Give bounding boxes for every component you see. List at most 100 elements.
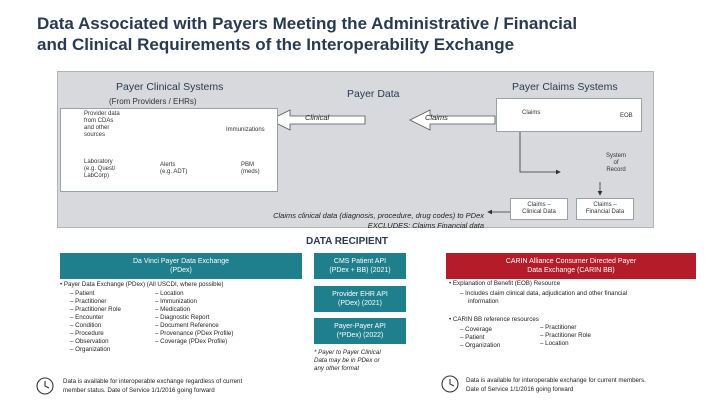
- title-line-1: Data Associated with Payers Meeting the …: [37, 14, 578, 33]
- list-item-text: Practitioner: [75, 298, 107, 305]
- pbm-line: (meds): [241, 169, 260, 175]
- title-line-2: and Clinical Requirements of the Interop…: [37, 35, 515, 54]
- provider-data-text: Provider data from CDAs and other source…: [84, 111, 120, 139]
- list-item: – Patient: [460, 334, 485, 341]
- list-item-text: Practitioner: [545, 324, 577, 331]
- pdex-resources-col2: – Location – Immunization – Medication –…: [155, 290, 233, 346]
- list-item: – Organization: [460, 342, 501, 349]
- claims-clinical-line: Claims –: [527, 202, 551, 208]
- list-item-text: Procedure: [75, 330, 104, 337]
- claims-financial-box: Claims – Financial Data: [576, 198, 634, 220]
- laboratory-line: (e.g. Quest/: [84, 166, 116, 172]
- list-item-text: Coverage: [465, 326, 493, 333]
- p2p-line-2: (*PDex) (2022): [336, 332, 384, 339]
- carin-sub-text: information: [468, 298, 499, 305]
- claims-label: Claims: [425, 113, 448, 122]
- carin-footer: Data is available for interoperable exch…: [466, 376, 646, 394]
- list-item: – Procedure: [70, 330, 104, 337]
- list-item-text: Observation: [75, 338, 109, 345]
- bullet-dot: •: [449, 316, 453, 323]
- list-item: – Document Reference: [155, 322, 219, 329]
- alerts-line: Alerts: [160, 162, 176, 168]
- list-item-text: Medication: [160, 306, 191, 313]
- list-item-text: Organization: [75, 346, 111, 353]
- carin-sub-line: – Includes claim clinical data, adjudica…: [460, 290, 628, 297]
- list-item: – Encounter: [70, 314, 104, 321]
- list-item: – Diagnostic Report: [155, 314, 210, 321]
- claims-clinical-line: Clinical Data: [522, 209, 556, 215]
- bullet-dot: •: [60, 281, 64, 288]
- list-item: – Provenance (PDex Profile): [155, 330, 234, 337]
- list-item: – Practitioner: [70, 298, 107, 305]
- system-of-record-text: System of Record: [602, 153, 630, 174]
- note-line-1: Claims clinical data (diagnosis, procedu…: [273, 211, 484, 220]
- pdex-footer-line-1: Data is available for interoperable exch…: [63, 378, 243, 385]
- list-item-text: Practitioner Role: [75, 306, 121, 313]
- laboratory-line: Laboratory: [84, 159, 113, 165]
- cms-patient-api-box: CMS Patient API (PDex + BB) (2021): [314, 253, 406, 279]
- pdex-banner-line-2: (PDex): [170, 267, 192, 274]
- list-item: – Practitioner: [540, 324, 577, 331]
- list-item-text: Organization: [465, 342, 501, 349]
- eob-text: EOB: [620, 113, 633, 119]
- list-item: – Location: [540, 340, 569, 347]
- carin-footer-line-2: Date of Service 1/1/2016 going forward: [466, 386, 574, 393]
- carin-bb-banner: CARIN Alliance Consumer Directed Payer D…: [446, 253, 696, 279]
- laboratory-line: LabCorp): [84, 173, 110, 179]
- list-item: – Patient: [70, 290, 95, 297]
- p2p-line-1: Payer-Payer API: [334, 323, 386, 330]
- list-item-text: Condition: [75, 322, 102, 329]
- system-of-record-line: Record: [606, 167, 626, 173]
- provider-api-line-1: Provider EHR API: [332, 291, 388, 298]
- alerts-line: (e.g. ADT): [160, 169, 188, 175]
- list-item-text: Practitioner Role: [545, 332, 591, 339]
- list-item: – Observation: [70, 338, 109, 345]
- carin-bullet-2-text: CARIN BB reference resources: [452, 316, 539, 323]
- list-item-text: Patient: [75, 290, 95, 297]
- list-item: – Coverage: [460, 326, 493, 333]
- carin-resources-col2: – Practitioner – Practitioner Role – Loc…: [540, 324, 591, 348]
- provider-data-line: sources: [84, 132, 106, 138]
- list-item: – Location: [155, 290, 184, 297]
- clock-icon-right: [441, 375, 459, 393]
- claims-clinical-note: Claims clinical data (diagnosis, procedu…: [200, 211, 484, 231]
- p2p-note: * Payer to Payer Clinical Data may be in…: [314, 349, 381, 373]
- payer-data-label: Payer Data: [347, 88, 400, 100]
- data-recipient-label: DATA RECIPIENT: [306, 236, 389, 247]
- pdex-footer-line-2: member status. Date of Service 1/1/2016 …: [63, 387, 215, 394]
- pdex-bullet: • Payer Data Exchange (PDex) (All USCDI,…: [60, 281, 223, 289]
- carin-sub-line: information: [460, 298, 627, 306]
- carin-sub-1: – Includes claim clinical data, adjudica…: [460, 290, 627, 306]
- list-item-text: Location: [160, 290, 184, 297]
- pdex-bullet-text: Payer Data Exchange (PDex) (All USCDI, w…: [63, 281, 224, 288]
- system-of-record-line: System: [605, 153, 626, 159]
- list-item-text: Location: [545, 340, 569, 347]
- pdex-resources-col1: – Patient – Practitioner – Practitioner …: [70, 290, 121, 354]
- list-item-text: Diagnostic Report: [160, 314, 210, 321]
- p2p-note-line: any other format: [314, 365, 360, 372]
- system-record-connector: [519, 132, 561, 175]
- provider-data-line: from CDAs: [84, 118, 114, 124]
- list-item: – Medication: [155, 306, 191, 313]
- list-item: – Immunization: [155, 298, 197, 305]
- clock-icon-left: [36, 377, 54, 395]
- provider-data-line: and other: [84, 125, 110, 131]
- provider-ehr-api-box: Provider EHR API (PDex) (2021): [314, 286, 406, 312]
- carin-resources-col1: – Coverage – Patient – Organization: [460, 326, 500, 350]
- p2p-note-line: Data may be in PDex or: [314, 357, 380, 364]
- pbm-line: PBM: [241, 162, 255, 168]
- cms-line-1: CMS Patient API: [333, 258, 387, 265]
- claims-icon-text: Claims: [522, 110, 541, 116]
- immunizations-text: Immunizations: [226, 127, 265, 133]
- list-item: – Organization: [70, 346, 111, 353]
- list-item: – Condition: [70, 322, 102, 329]
- pdex-footer: Data is available for interoperable exch…: [63, 377, 242, 395]
- claims-financial-line: Financial Data: [585, 209, 625, 215]
- list-item-text: Patient: [465, 334, 485, 341]
- list-item: – Practitioner Role: [70, 306, 121, 313]
- clinical-label: Clinical: [305, 113, 330, 122]
- carin-banner-line-2: Data Exchange (CARIN BB): [527, 267, 615, 274]
- provider-data-line: Provider data: [84, 111, 120, 117]
- list-item-text: Immunization: [160, 298, 197, 305]
- cms-line-2: (PDex + BB) (2021): [329, 267, 391, 274]
